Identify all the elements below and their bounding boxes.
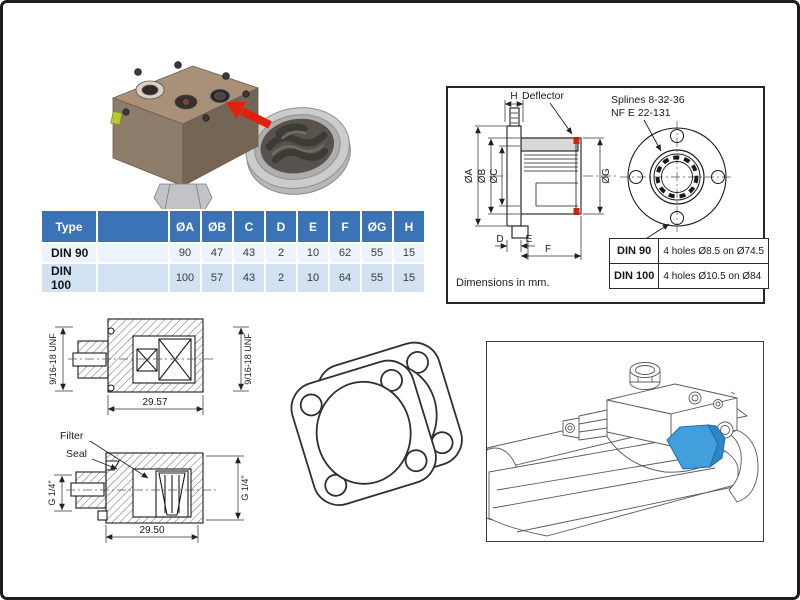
dim-label-f: F (545, 244, 551, 255)
cell: 55 (362, 264, 392, 292)
thread-label-right: 9/16-18 UNF (243, 333, 253, 385)
side-fitting-icon (562, 409, 608, 441)
deflector-label: Deflector (522, 90, 565, 102)
hex-nut-icon (629, 362, 661, 390)
deflector-arrow (549, 102, 573, 135)
table-row: DIN 100 100 57 43 2 10 64 55 15 (42, 264, 424, 292)
dim-label-d: D (496, 234, 503, 245)
row-type: DIN 100 (42, 264, 96, 292)
thread-label-left: 9/16-18 UNF (48, 333, 58, 385)
cross-section-drawing: ØA ØB ØC ØG H D E F Deflector (464, 90, 616, 260)
port-center-icon (174, 94, 198, 110)
cell: 64 (330, 264, 360, 292)
highlighted-plug (666, 424, 726, 470)
cell: 57 (202, 264, 232, 292)
thread-label-left: G 1/4" (47, 480, 57, 505)
cell: 15 (394, 264, 424, 292)
holes-spec: 4 holes Ø8.5 on Ø74.5 (658, 238, 769, 264)
gasket-drawing (290, 341, 463, 506)
blank-cell (98, 244, 168, 262)
splines-arrow (643, 119, 662, 152)
seal-mark-bottom (573, 208, 580, 215)
port-filter-icon (209, 88, 231, 104)
col-header-h: H (394, 211, 424, 242)
cell: 15 (394, 244, 424, 262)
cell: 2 (266, 244, 296, 262)
technical-drawing: ØA ØB ØC ØG H D E F Deflector (464, 90, 734, 260)
dim-label-e: E (526, 234, 533, 245)
spec-table: Type ØA ØB C D E F ØG H DIN 90 90 47 43 … (40, 209, 426, 294)
filter-disc-illustration (245, 107, 351, 195)
holes-table: DIN 90 4 holes Ø8.5 on Ø74.5 DIN 100 4 h… (608, 238, 769, 289)
row-type: DIN 90 (42, 244, 96, 262)
cell: 55 (362, 244, 392, 262)
col-header-ob: ØB (202, 211, 232, 242)
assembly-panel (470, 341, 764, 542)
cell: 43 (234, 244, 264, 262)
dim-label-h: H (510, 91, 517, 102)
seal-mark-top (573, 137, 580, 144)
col-header-oa: ØA (170, 211, 200, 242)
length-dimension: 29.57 (142, 397, 167, 408)
assembly-drawing (470, 362, 759, 537)
dim-label-og: ØG (601, 168, 612, 184)
thread-label-right: G 1/4" (240, 475, 250, 500)
cell: 10 (298, 244, 328, 262)
cell: 43 (234, 264, 264, 292)
holes-type: DIN 90 (608, 238, 660, 264)
col-header-type: Type (42, 211, 96, 242)
tag-icon (110, 110, 123, 126)
spec-header-row: Type ØA ØB C D E F ØG H (42, 211, 424, 242)
holes-type: DIN 100 (608, 263, 660, 289)
col-header-f: F (330, 211, 360, 242)
col-header-blank (98, 211, 168, 242)
col-header-d: D (266, 211, 296, 242)
dim-label-oa: ØA (464, 168, 475, 183)
filter-arrow (89, 440, 149, 479)
holes-spec: 4 holes Ø10.5 on Ø84 (658, 263, 769, 289)
splines-label-line2: NF E 22-131 (611, 107, 671, 119)
col-header-c: C (234, 211, 264, 242)
cell: 47 (202, 244, 232, 262)
seal-arrow (91, 458, 118, 470)
gasket-front (290, 359, 437, 506)
product-photo (110, 61, 351, 241)
drawing-panel: ØA ØB ØC ØG H D E F Deflector (446, 86, 769, 304)
dim-label-oc: ØC (489, 169, 500, 184)
front-view-drawing (620, 119, 734, 241)
cell: 2 (266, 264, 296, 292)
port-ring-icon (135, 80, 165, 100)
splines-label-line1: Splines 8-32-36 (611, 94, 685, 106)
table-row: DIN 100 4 holes Ø10.5 on Ø84 (608, 263, 769, 289)
cell: 62 (330, 244, 360, 262)
cell: 10 (298, 264, 328, 292)
bolt-icons (122, 61, 250, 122)
table-row: DIN 90 90 47 43 2 10 62 55 15 (42, 244, 424, 262)
hole-pointer-arrow (643, 223, 670, 241)
spline-teeth (655, 155, 699, 199)
g14-fitting-drawing: Filter Seal G 1/4" G 1/4" 29.50 (47, 430, 250, 543)
col-header-og: ØG (362, 211, 392, 242)
red-arrow (226, 102, 272, 129)
seal-label: Seal (66, 448, 87, 460)
blank-cell (98, 264, 168, 292)
length-dimension: 29.50 (139, 525, 164, 536)
dimensions-note: Dimensions in mm. (456, 277, 550, 289)
cell: 100 (170, 264, 200, 292)
table-row: DIN 90 4 holes Ø8.5 on Ø74.5 (608, 238, 769, 264)
unf-fitting-drawing: 9/16-18 UNF 9/16-18 UNF 29.57 (48, 318, 253, 415)
filter-label: Filter (60, 430, 84, 442)
dim-label-ob: ØB (477, 168, 488, 183)
col-header-e: E (298, 211, 328, 242)
cell: 90 (170, 244, 200, 262)
